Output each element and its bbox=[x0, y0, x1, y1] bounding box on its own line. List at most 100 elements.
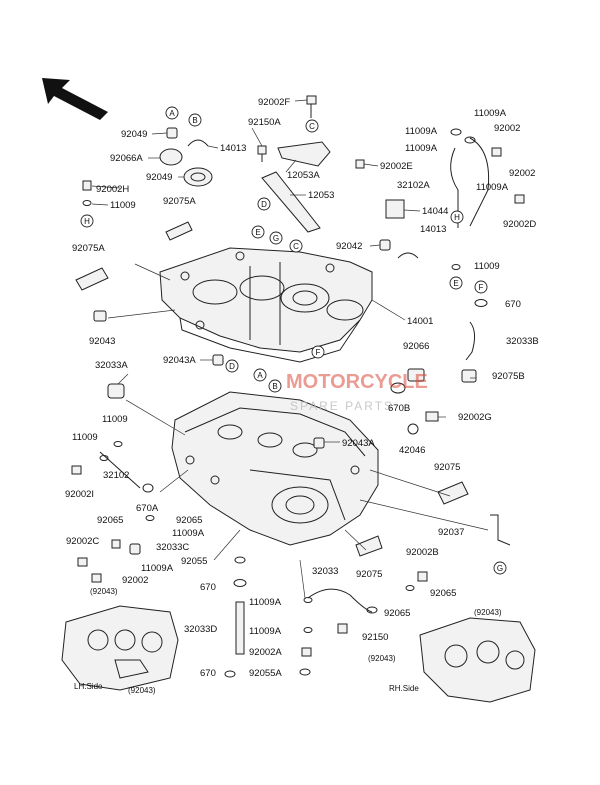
svg-text:F: F bbox=[479, 283, 484, 292]
callout-circles: A B C D H E G C A B D F H E F G bbox=[80, 106, 507, 575]
part-label: 32033B bbox=[506, 336, 539, 347]
part-label: 32033C bbox=[156, 542, 189, 553]
callout-h-right: H bbox=[450, 210, 464, 224]
part-label: 92002A bbox=[249, 647, 282, 658]
part-label: 11009A bbox=[405, 126, 438, 137]
part-label: 11009 bbox=[110, 200, 136, 211]
part-label: (92043) bbox=[128, 686, 156, 695]
part-label: 92043A bbox=[342, 438, 375, 449]
part-label: (92043) bbox=[474, 608, 502, 617]
lh-side-caption: LH.Side bbox=[74, 682, 103, 691]
part-label: 32102A bbox=[397, 180, 430, 191]
part-label: 32033A bbox=[95, 360, 128, 371]
part-label: 11009A bbox=[249, 626, 282, 637]
part-label: 32102 bbox=[103, 470, 129, 481]
leader-lines bbox=[91, 99, 489, 599]
small-parts bbox=[71, 95, 525, 678]
part-label: 92002H bbox=[96, 184, 129, 195]
svg-text:H: H bbox=[84, 217, 90, 226]
part-label: 32033D bbox=[184, 624, 217, 635]
part-label: 92002 bbox=[494, 123, 520, 134]
svg-text:C: C bbox=[309, 122, 315, 131]
callout-g-case: G bbox=[269, 231, 283, 245]
part-label: 92150A bbox=[248, 117, 281, 128]
lh-side-inset bbox=[61, 605, 179, 691]
callout-d-top: D bbox=[257, 197, 271, 211]
front-arrow-icon bbox=[42, 78, 108, 120]
callout-c-case: C bbox=[289, 239, 303, 253]
watermark: MOTORCYCLE SPARE PARTS bbox=[286, 371, 428, 413]
watermark-subtitle: SPARE PARTS bbox=[290, 399, 394, 413]
svg-text:C: C bbox=[293, 242, 299, 251]
part-label: 92002C bbox=[66, 536, 99, 547]
svg-text:B: B bbox=[272, 382, 277, 391]
part-label: 92055A bbox=[249, 668, 282, 679]
part-labels: 92049 14013 92066A 92049 92002H 11009 92… bbox=[65, 97, 539, 695]
upper-crankcase bbox=[159, 247, 373, 363]
part-label: 11009A bbox=[474, 108, 507, 119]
part-label: 670 bbox=[505, 299, 521, 310]
part-label: 92049 bbox=[121, 129, 147, 140]
svg-text:G: G bbox=[273, 234, 279, 243]
svg-text:E: E bbox=[453, 279, 458, 288]
part-label: 92075A bbox=[163, 196, 196, 207]
part-label: 92055 bbox=[181, 556, 207, 567]
svg-text:A: A bbox=[257, 371, 263, 380]
part-label: 42046 bbox=[399, 445, 425, 456]
part-label: 92066 bbox=[403, 341, 429, 352]
callout-h-left: H bbox=[80, 214, 94, 228]
part-label: 670B bbox=[388, 403, 410, 414]
part-label: 12053 bbox=[308, 190, 334, 201]
part-label: 11009A bbox=[172, 528, 205, 539]
svg-text:H: H bbox=[454, 213, 460, 222]
part-label: 92002F bbox=[258, 97, 290, 108]
part-label: 92002D bbox=[503, 219, 536, 230]
part-label: 14013 bbox=[220, 143, 246, 154]
part-label: 14013 bbox=[420, 224, 446, 235]
part-label: 92075A bbox=[72, 243, 105, 254]
part-label: 14001 bbox=[407, 316, 433, 327]
part-label: 92150 bbox=[362, 632, 388, 643]
svg-text:B: B bbox=[192, 116, 197, 125]
part-label: 92002I bbox=[65, 489, 94, 500]
part-label: 11009 bbox=[72, 432, 98, 443]
part-label: 92065 bbox=[430, 588, 456, 599]
svg-text:G: G bbox=[497, 564, 503, 573]
callout-b-top: B bbox=[188, 113, 202, 127]
callout-a-top: A bbox=[165, 106, 179, 120]
callout-c-top: C bbox=[305, 119, 319, 133]
part-label: 92002 bbox=[122, 575, 148, 586]
part-label: 670 bbox=[200, 582, 216, 593]
part-label: (92043) bbox=[90, 587, 118, 596]
part-label: 92065 bbox=[384, 608, 410, 619]
part-label: 11009A bbox=[476, 182, 509, 193]
svg-text:D: D bbox=[229, 362, 235, 371]
part-label: 11009A bbox=[405, 143, 438, 154]
part-label: 92002E bbox=[380, 161, 413, 172]
part-label: 92065 bbox=[97, 515, 123, 526]
part-label: 670A bbox=[136, 503, 159, 514]
part-label: 14044 bbox=[422, 206, 448, 217]
part-label: 32033 bbox=[312, 566, 338, 577]
callout-f-right: F bbox=[474, 280, 488, 294]
part-label: 92043A bbox=[163, 355, 196, 366]
part-label: 92075 bbox=[356, 569, 382, 580]
svg-text:D: D bbox=[261, 200, 267, 209]
svg-text:E: E bbox=[255, 228, 260, 237]
part-label: 12053A bbox=[287, 170, 320, 181]
part-label: (92043) bbox=[368, 654, 396, 663]
part-label: 92049 bbox=[146, 172, 172, 183]
part-label: 11009A bbox=[141, 563, 174, 574]
svg-text:A: A bbox=[169, 109, 175, 118]
callout-b-case: B bbox=[268, 379, 282, 393]
svg-text:F: F bbox=[316, 348, 321, 357]
part-label: 92065 bbox=[176, 515, 202, 526]
part-label: 92075 bbox=[434, 462, 460, 473]
part-label: 92075B bbox=[492, 371, 525, 382]
rh-side-caption: RH.Side bbox=[389, 684, 419, 693]
part-label: 11009 bbox=[102, 414, 128, 425]
part-label: 92002 bbox=[509, 168, 535, 179]
callout-e-right: E bbox=[449, 276, 463, 290]
rh-side-inset bbox=[419, 617, 536, 703]
